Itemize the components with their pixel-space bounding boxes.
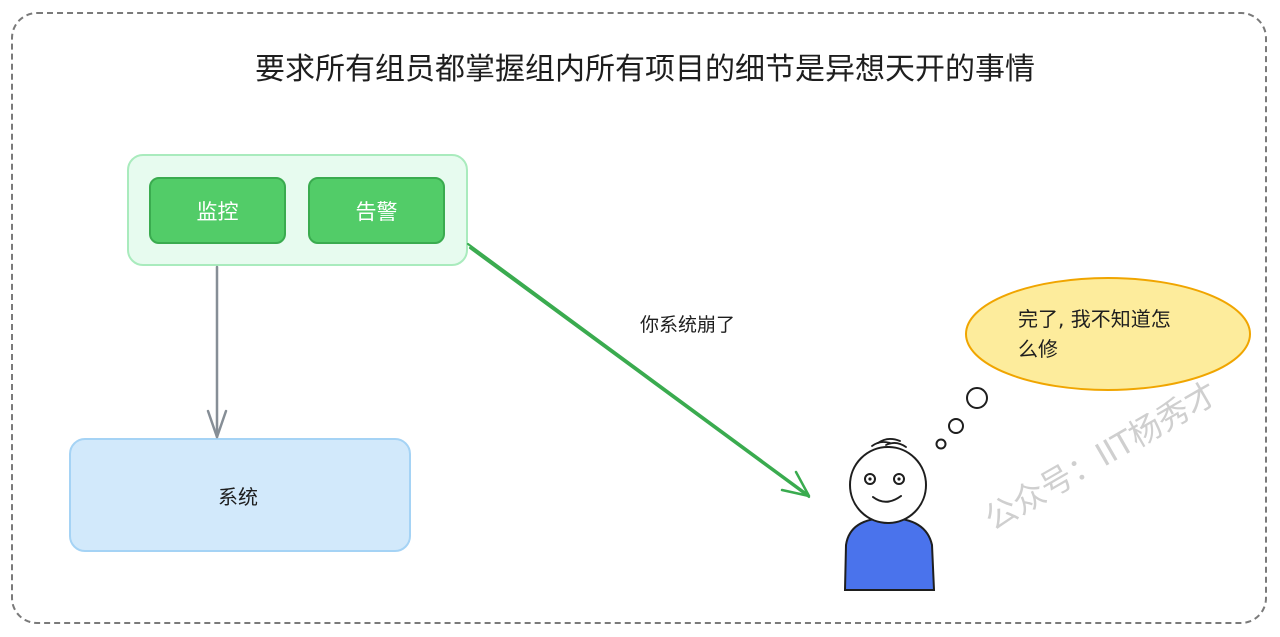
person-body [843, 516, 936, 591]
thought-dot-small [935, 438, 947, 450]
thought-line-2: 么修 [1018, 337, 1058, 361]
diagram-title: 要求所有组员都掌握组内所有项目的细节是异想天开的事情 [255, 52, 1035, 87]
edge-label-crash: 你系统崩了 [640, 314, 736, 336]
diagram-frame [11, 12, 1267, 624]
monitor-to-system-arrow [206, 265, 228, 439]
thought-dot-medium [948, 418, 964, 434]
thought-bubble [965, 277, 1251, 391]
person-figure [843, 438, 936, 591]
alert-to-person-arrow [466, 242, 811, 499]
thought-text: 完了, 我不知道怎 么修 [1006, 304, 1211, 364]
alert-node: 告警 [308, 177, 445, 244]
monitor-node: 监控 [149, 177, 286, 244]
person-hair [871, 438, 907, 448]
thought-dot-large [966, 387, 988, 409]
system-node: 系统 [69, 438, 411, 552]
person-mouth [872, 495, 902, 503]
person-head [849, 446, 927, 524]
thought-line-1: 完了, 我不知道怎 [1018, 307, 1171, 331]
